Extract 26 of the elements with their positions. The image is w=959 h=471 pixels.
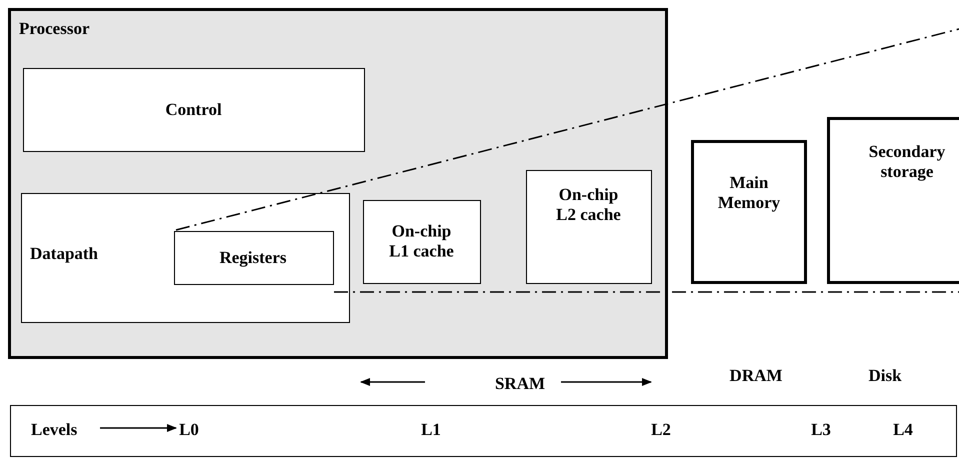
box-label: Datapath [30, 244, 98, 264]
datapath-box [21, 193, 350, 323]
level-label: L2 [650, 420, 672, 440]
title: Processor [19, 19, 90, 40]
box-label: On-chip L2 cache [555, 185, 622, 226]
row-label: Levels [31, 420, 78, 440]
control-box [23, 68, 365, 152]
box-label: Registers [218, 247, 288, 268]
box-label: Secondary storage [868, 142, 946, 183]
technology-label: Disk [867, 366, 903, 386]
levels-bar [10, 405, 957, 457]
box-label: On-chip L1 cache [388, 222, 455, 262]
cache-box [363, 200, 481, 284]
technology-label: DRAM [728, 366, 784, 386]
storage-box [827, 117, 959, 284]
level-label: L0 [178, 420, 200, 440]
memory-box [691, 140, 807, 284]
processor-box [8, 8, 668, 359]
technology-label: SRAM [494, 374, 546, 394]
box-label: Main Memory [716, 173, 782, 214]
registers-box [174, 230, 334, 284]
level-label: L3 [810, 420, 832, 440]
box-label: Control [164, 100, 223, 120]
cache-box [526, 170, 652, 284]
level-label: L1 [420, 420, 442, 440]
level-label: L4 [892, 420, 914, 440]
